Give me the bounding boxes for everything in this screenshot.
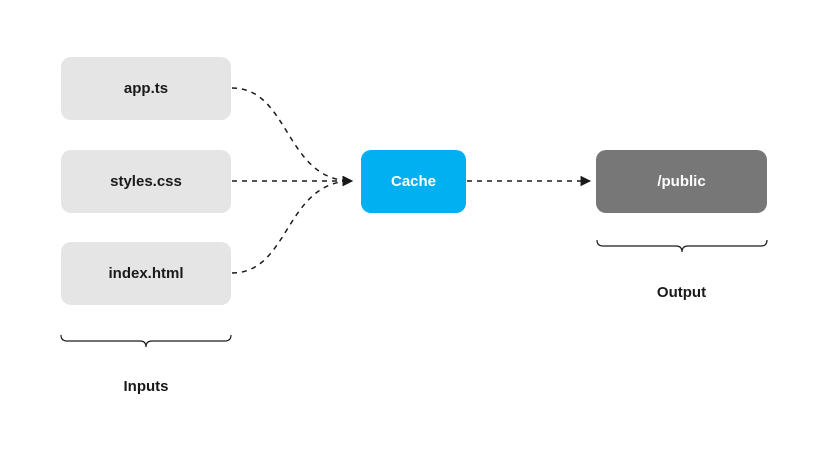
input-node-styles-css: styles.css <box>61 150 231 213</box>
input-node-app-ts: app.ts <box>61 57 231 120</box>
input-node-label: index.html <box>108 265 184 282</box>
input-node-index-html: index.html <box>61 242 231 305</box>
inputs-brace <box>60 334 232 348</box>
input-node-label: app.ts <box>123 80 169 97</box>
output-node-label: /public <box>657 173 706 190</box>
connector-index-to-cache <box>231 175 354 274</box>
output-brace <box>596 239 768 253</box>
inputs-group-label: Inputs <box>123 378 169 395</box>
connector-app-to-cache <box>231 87 354 187</box>
output-group-label: Output <box>656 284 707 301</box>
input-node-label: styles.css <box>110 173 182 190</box>
cache-node-label: Cache <box>390 173 437 190</box>
output-node: /public <box>596 150 767 213</box>
cache-node: Cache <box>361 150 466 213</box>
